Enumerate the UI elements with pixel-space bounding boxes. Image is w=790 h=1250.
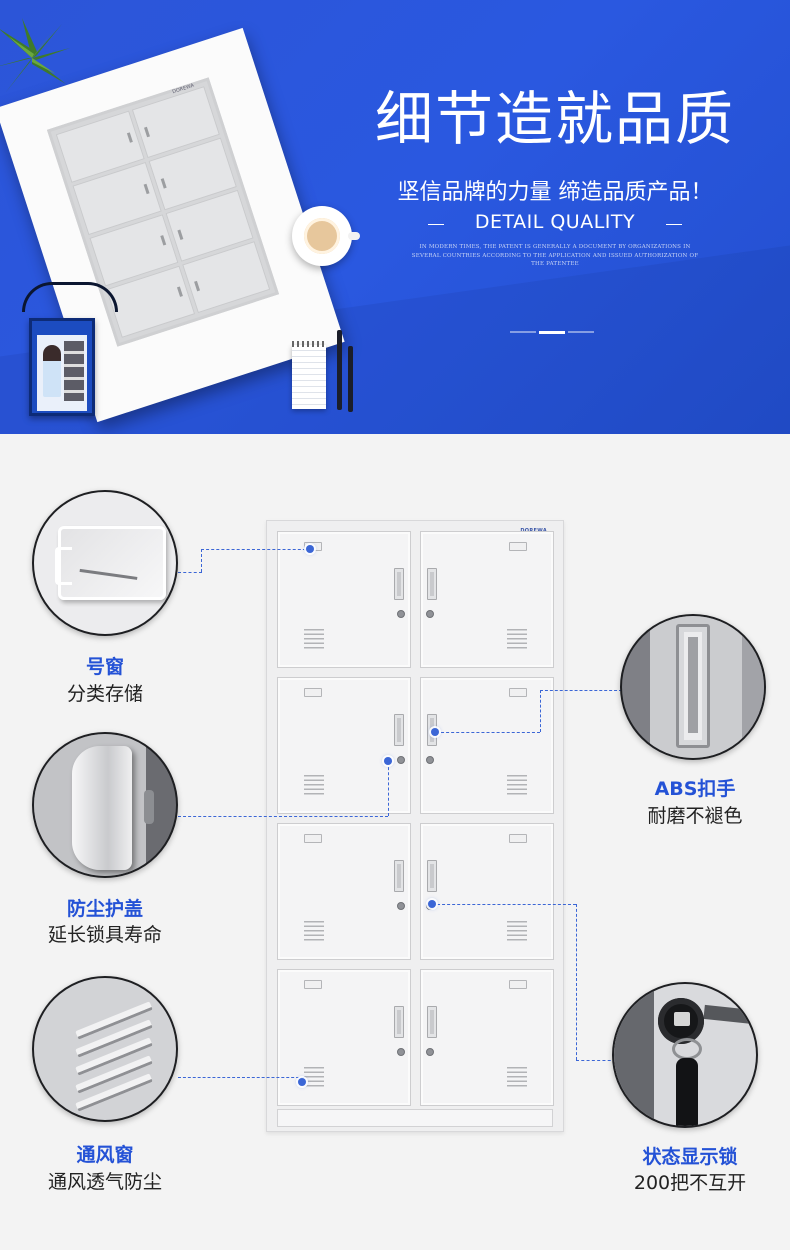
callout-dot <box>298 1078 306 1086</box>
leader-line <box>436 732 540 733</box>
abs-handle-icon <box>620 614 766 760</box>
callout-dot <box>431 728 439 736</box>
callout-dot <box>384 757 392 765</box>
fine-print: IN MODERN TIMES, THE PATENT IS GENERALLY… <box>411 244 699 267</box>
dash-right <box>666 224 682 225</box>
notepad-icon <box>292 341 326 409</box>
feature-title: 通风窗 <box>76 1144 134 1166</box>
feature-desc: 延长锁具寿命 <box>47 924 162 946</box>
hero-subhead: 坚信品牌的力量 缔造品质产品！ <box>397 180 713 205</box>
callout-dot <box>428 900 436 908</box>
leader-line <box>576 1060 616 1061</box>
feature-title: ABS扣手 <box>654 778 736 800</box>
label-window-icon <box>32 490 178 636</box>
plant-icon <box>0 18 70 92</box>
locker-door <box>420 969 554 1106</box>
english-title-row: DETAIL QUALITY <box>420 211 690 237</box>
vent-window-icon <box>32 976 178 1122</box>
hero-headline: 细节造就品质 <box>374 85 735 153</box>
locker-door <box>277 823 411 960</box>
feature-title: 号窗 <box>85 656 124 678</box>
leader-line <box>201 549 311 550</box>
shelf-icon <box>64 341 84 401</box>
hero-banner: DOREWA 细节造就品质 坚信品牌的力量 缔造品质产品！ DETAIL QUA… <box>0 0 790 434</box>
locker-cabinet: DOREWA <box>266 520 564 1132</box>
status-lock-icon <box>612 982 758 1128</box>
leader-line <box>576 904 577 1060</box>
locker-door <box>277 969 411 1106</box>
feature-title: 状态显示锁 <box>642 1146 738 1168</box>
leader-line <box>178 1077 304 1078</box>
feature-desc: 200把不互开 <box>633 1172 747 1194</box>
leader-line <box>540 690 622 691</box>
feature-desc: 分类存储 <box>66 683 143 705</box>
person-icon <box>43 345 61 397</box>
dust-cover-icon <box>32 732 178 878</box>
locker-door <box>420 677 554 814</box>
english-title: DETAIL QUALITY <box>474 211 636 233</box>
leader-line <box>388 762 389 816</box>
pager-dot-3[interactable] <box>568 331 594 333</box>
pen-icon <box>337 330 342 410</box>
cabinet-base <box>277 1109 553 1127</box>
leader-line <box>432 904 576 905</box>
coffee-cup-icon <box>292 206 360 266</box>
carousel-pager[interactable] <box>510 330 594 334</box>
callout-dot <box>306 545 314 553</box>
leader-line <box>178 572 202 573</box>
badge-photo <box>37 335 87 411</box>
feature-title: 防尘护盖 <box>66 898 143 920</box>
feature-desc: 通风透气防尘 <box>47 1171 162 1193</box>
locker-door <box>420 823 554 960</box>
locker-door <box>277 531 411 668</box>
leader-line <box>540 690 541 732</box>
feature-desc: 耐磨不褪色 <box>647 805 743 827</box>
leader-line <box>201 549 202 572</box>
dash-left <box>428 224 444 225</box>
pager-dot-1[interactable] <box>510 331 536 333</box>
leader-line <box>178 816 388 817</box>
pager-dot-2[interactable] <box>539 330 565 334</box>
id-badge-icon <box>29 318 95 416</box>
locker-door <box>420 531 554 668</box>
locker-door <box>277 677 411 814</box>
lanyard-icon <box>22 282 118 312</box>
pen-icon <box>348 346 353 412</box>
